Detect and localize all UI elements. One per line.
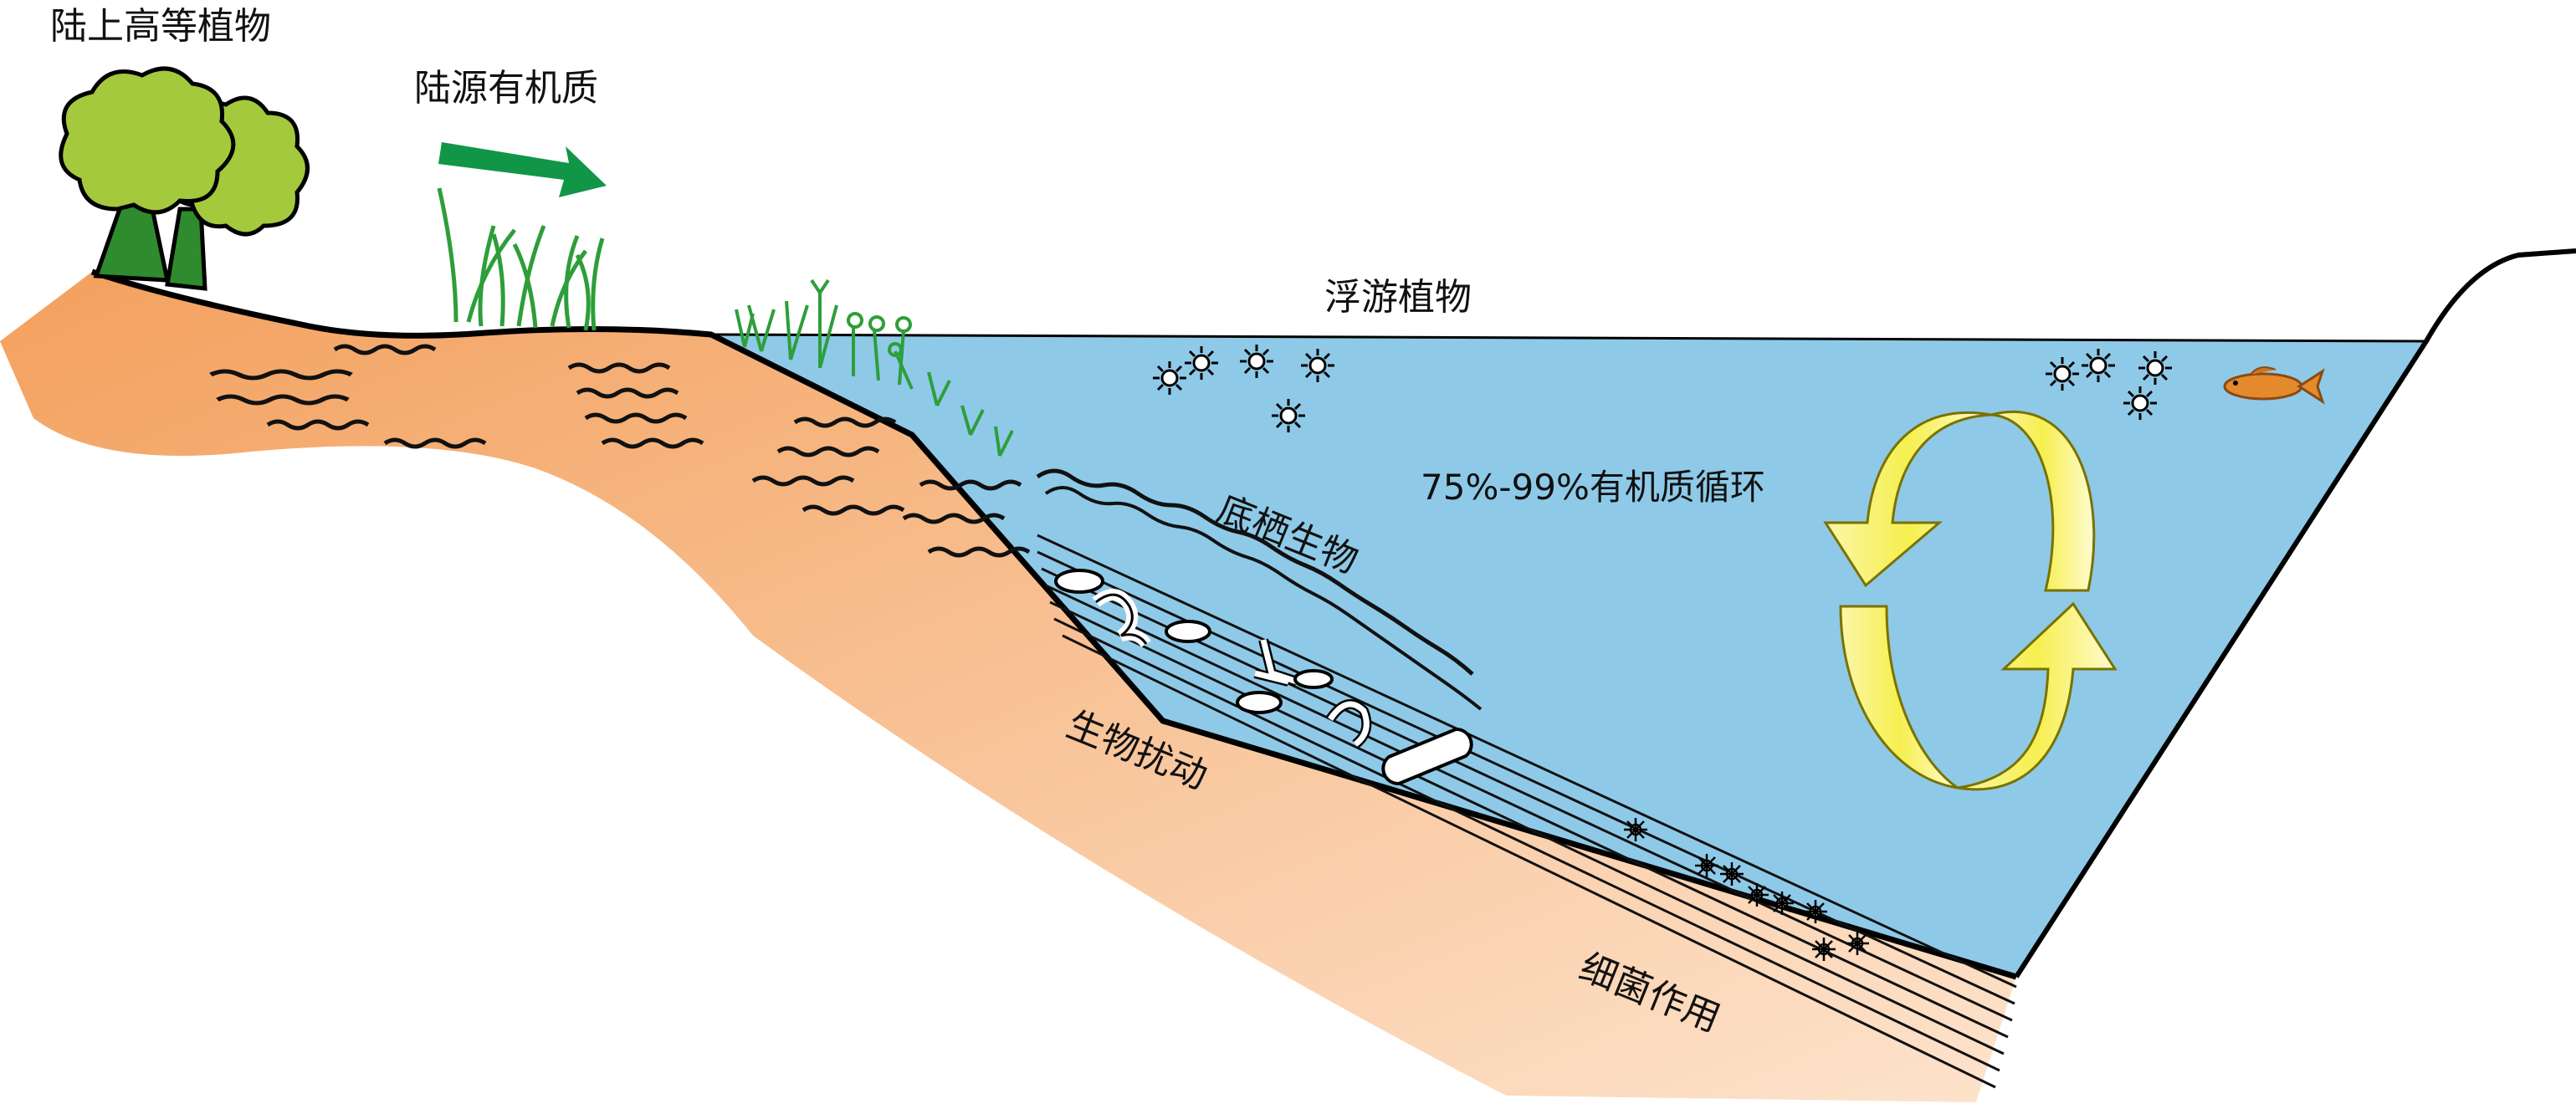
shore-plants-icon [735, 278, 1014, 457]
right-bank [2014, 248, 2576, 978]
label-land-plants: 陆上高等植物 [50, 5, 271, 48]
terrestrial-om-arrow [438, 142, 607, 197]
benthos-wave [1036, 468, 1474, 676]
om-cycle-arrows [1823, 410, 2118, 791]
shoreline [90, 268, 2018, 980]
label-phytoplankton: 浮游植物 [1324, 276, 1472, 319]
benthos-wave-2 [1044, 486, 1483, 711]
label-om-cycle: 75%-99%有机质循环 [1421, 467, 1765, 508]
label-terrestrial-om: 陆源有机质 [414, 67, 598, 110]
fish-icon [2223, 366, 2325, 405]
tree-icon [59, 66, 310, 291]
bioturbation-organisms [1054, 569, 1473, 786]
water-surface [710, 333, 2427, 343]
sediment-layer [0, 272, 2016, 1102]
grass-icon [437, 187, 605, 331]
